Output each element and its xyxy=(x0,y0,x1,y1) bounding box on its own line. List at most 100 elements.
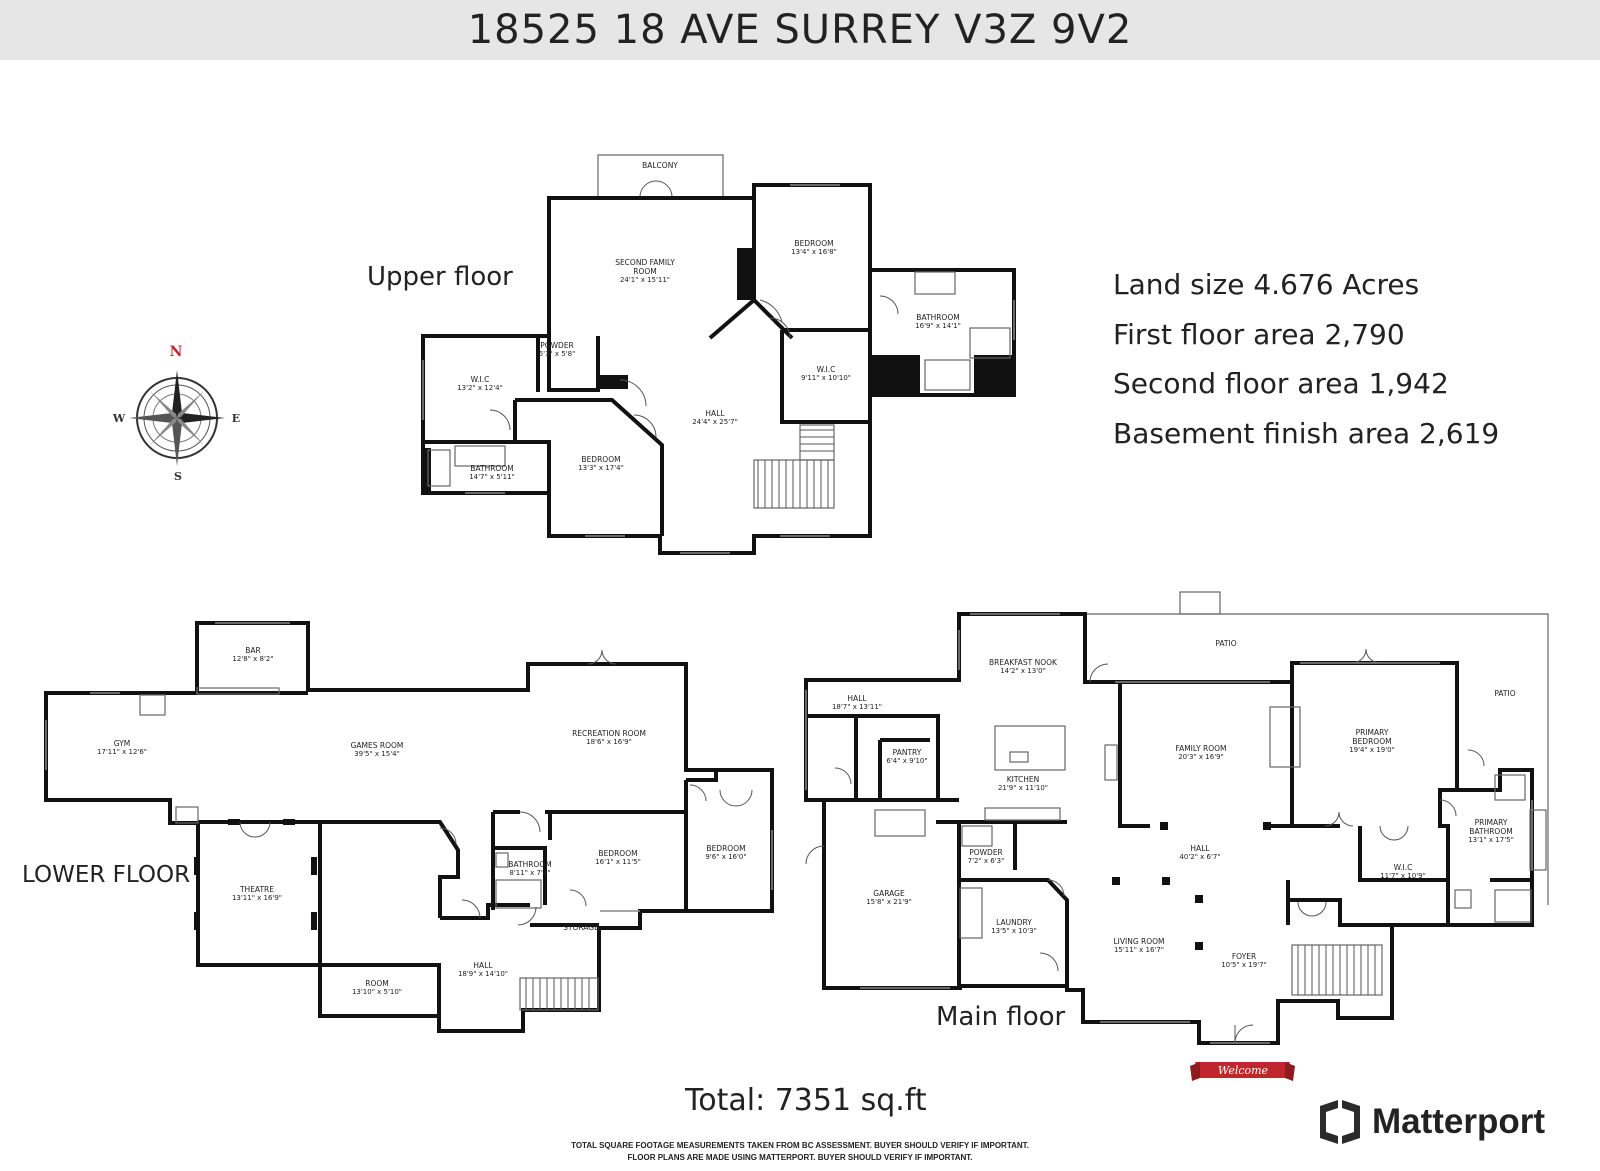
room-breakfast-nook: BREAKFAST NOOK xyxy=(989,658,1058,667)
room-upper-bathroom-1-dim: 16'9" x 14'1" xyxy=(915,322,961,330)
disclaimer: TOTAL SQUARE FOOTAGE MEASUREMENTS TAKEN … xyxy=(520,1140,1080,1164)
room-balcony: BALCONY xyxy=(642,161,678,170)
property-stats: Land size 4.676 Acres First floor area 2… xyxy=(1113,260,1499,458)
room-theatre-dim: 13'11" x 16'9" xyxy=(232,894,282,902)
room-garage: GARAGE xyxy=(873,889,905,898)
room-main-hall-2: HALL xyxy=(1190,844,1210,853)
room-upper-bathroom-2-dim: 14'7" x 5'11" xyxy=(469,473,515,481)
lower-floor-label: LOWER FLOOR xyxy=(22,862,191,888)
disclaimer-line-2: FLOOR PLANS ARE MADE USING MATTERPORT. B… xyxy=(627,1153,973,1162)
room-upper-wic-2: W.I.C xyxy=(471,375,490,384)
page-title: 18525 18 AVE SURREY V3Z 9V2 xyxy=(467,7,1133,53)
room-kitchen: KITCHEN xyxy=(1007,775,1040,784)
title-bar: 18525 18 AVE SURREY V3Z 9V2 xyxy=(0,0,1600,60)
room-storage: STORAGE xyxy=(563,923,599,932)
room-primary-bathroom-2: BATHROOM xyxy=(1469,827,1512,836)
matterport-logo-icon xyxy=(1320,1100,1360,1144)
compass-icon: N S E W xyxy=(112,344,240,483)
room-upper-bathroom-1: BATHROOM xyxy=(916,313,959,322)
room-upper-hall-dim: 24'4" x 25'7" xyxy=(692,418,738,426)
room-upper-wic-1-dim: 9'11" x 10'10" xyxy=(801,374,851,382)
room-living-room: LIVING ROOM xyxy=(1113,937,1164,946)
room-main-hall-2-dim: 40'2" x 6'7" xyxy=(1179,853,1220,861)
main-floor-plan: PATIO BREAKFAST NOOK 14'2" x 13'0" PATIO… xyxy=(804,591,1549,1081)
room-breakfast-nook-dim: 14'2" x 13'0" xyxy=(1000,667,1046,675)
room-primary-bedroom-2: BEDROOM xyxy=(1352,737,1391,746)
room-living-room-dim: 15'11" x 16'7" xyxy=(1114,946,1164,954)
room-gym-dim: 17'11" x 12'6" xyxy=(97,748,147,756)
room-upper-wic-2-dim: 13'2" x 12'4" xyxy=(457,384,503,392)
room-primary-bedroom: PRIMARY xyxy=(1356,728,1389,737)
stat-basement: Basement finish area 2,619 xyxy=(1113,416,1500,450)
room-main-wic-dim: 11'7" x 10'9" xyxy=(1380,872,1426,880)
room-lower-room: ROOM xyxy=(365,979,389,988)
room-lower-bedroom-2-dim: 16'1" x 11'5" xyxy=(595,858,641,866)
room-family-room-dim: 20'3" x 16'9" xyxy=(1178,753,1224,761)
room-main-wic: W.I.C xyxy=(1394,863,1413,872)
welcome-text: Welcome xyxy=(1218,1064,1269,1077)
brand-name: Matterport xyxy=(1372,1102,1546,1141)
room-upper-wic-1: W.I.C xyxy=(817,365,836,374)
room-upper-bathroom-2: BATHROOM xyxy=(470,464,513,473)
room-lower-bedroom-1: BEDROOM xyxy=(706,844,745,853)
room-laundry: LAUNDRY xyxy=(996,918,1032,927)
welcome-mat-icon: Welcome xyxy=(1190,1062,1295,1081)
room-upper-hall: HALL xyxy=(705,409,725,418)
room-gym: GYM xyxy=(114,739,131,748)
room-games-dim: 39'5" x 15'4" xyxy=(354,750,400,758)
room-bar-dim: 12'8" x 8'2" xyxy=(232,655,273,663)
total-area: Total: 7351 sq.ft xyxy=(685,1083,927,1118)
room-primary-bathroom: PRIMARY xyxy=(1475,818,1508,827)
room-second-family-2: ROOM xyxy=(633,267,657,276)
upper-floor-label: Upper floor xyxy=(367,262,513,292)
room-upper-bedroom-1-dim: 13'4" x 16'8" xyxy=(791,248,837,256)
room-lower-bedroom-2: BEDROOM xyxy=(598,849,637,858)
disclaimer-line-1: TOTAL SQUARE FOOTAGE MEASUREMENTS TAKEN … xyxy=(571,1141,1029,1150)
room-lower-bedroom-1-dim: 9'6" x 16'0" xyxy=(705,853,746,861)
room-upper-bedroom-2: BEDROOM xyxy=(581,455,620,464)
room-patio-1: PATIO xyxy=(1215,639,1236,648)
room-upper-powder: POWDER xyxy=(540,341,574,350)
room-family-room: FAMILY ROOM xyxy=(1175,744,1226,753)
upper-floor-plan: BALCONY SECOND FAMILY ROOM 24'1" x 15'11… xyxy=(421,154,1016,555)
room-bar: BAR xyxy=(245,646,261,655)
compass-south: S xyxy=(174,470,182,483)
stat-land-size: Land size 4.676 Acres xyxy=(1113,268,1420,301)
room-lower-hall-dim: 18'9" x 14'10" xyxy=(458,970,508,978)
room-second-family-dim: 24'1" x 15'11" xyxy=(620,276,670,284)
room-upper-bedroom-2-dim: 13'3" x 17'4" xyxy=(578,464,624,472)
stat-second-floor: Second floor area 1,942 xyxy=(1113,367,1449,400)
room-main-hall-1: HALL xyxy=(847,694,867,703)
room-theatre: THEATRE xyxy=(239,885,274,894)
room-primary-bedroom-dim: 19'4" x 19'0" xyxy=(1349,746,1395,754)
room-lower-room-dim: 13'10" x 5'10" xyxy=(352,988,402,996)
room-garage-dim: 15'8" x 21'9" xyxy=(866,898,912,906)
room-foyer: FOYER xyxy=(1232,952,1256,961)
compass-north: N xyxy=(170,344,183,360)
room-lower-hall: HALL xyxy=(473,961,493,970)
room-pantry: PANTRY xyxy=(893,748,922,757)
room-lower-bathroom-dim: 8'11" x 7'4" xyxy=(509,869,550,877)
room-pantry-dim: 6'4" x 9'10" xyxy=(886,757,927,765)
room-primary-bathroom-dim: 13'1" x 17'5" xyxy=(1468,836,1514,844)
compass-east: E xyxy=(232,412,240,425)
room-main-hall-1-dim: 18'7" x 13'11" xyxy=(832,703,882,711)
room-patio-2: PATIO xyxy=(1494,689,1515,698)
matterport-brand: Matterport xyxy=(1318,1100,1545,1144)
room-kitchen-dim: 21'9" x 11'10" xyxy=(998,784,1048,792)
room-upper-bedroom-1: BEDROOM xyxy=(794,239,833,248)
stat-first-floor: First floor area 2,790 xyxy=(1113,317,1405,351)
room-recreation: RECREATION ROOM xyxy=(572,729,646,738)
room-second-family: SECOND FAMILY xyxy=(615,258,675,267)
compass-west: W xyxy=(112,412,126,425)
room-games: GAMES ROOM xyxy=(351,741,404,750)
room-laundry-dim: 13'5" x 10'3" xyxy=(991,927,1037,935)
room-recreation-dim: 18'6" x 16'9" xyxy=(586,738,632,746)
room-main-powder-dim: 7'2" x 6'3" xyxy=(968,857,1005,865)
main-floor-label: Main floor xyxy=(936,1002,1066,1032)
room-main-powder: POWDER xyxy=(969,848,1003,857)
lower-floor-plan: BAR 12'8" x 8'2" GYM 17'11" x 12'6" GAME… xyxy=(44,621,774,1033)
room-upper-powder-dim: 6'3" x 5'8" xyxy=(539,350,576,358)
room-lower-bathroom: BATHROOM xyxy=(508,860,551,869)
